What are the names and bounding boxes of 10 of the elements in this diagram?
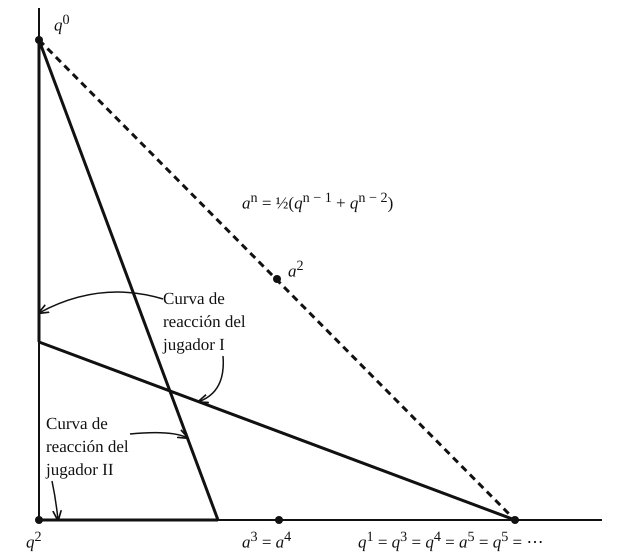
point-label: q$^{0}$	[54, 11, 70, 37]
point-label: q$^{1}$ = q$^{3}$ = q$^{4}$ = a$^{5}$ = q$^{5}$ = ⋯	[358, 528, 544, 554]
point-label: a$^{3}$ = a$^{4}$	[242, 528, 292, 554]
formula: a$^{n}$ = ½(q$^{n − 1}$ + q$^{n − 2}$)	[242, 189, 394, 215]
point-label: a$^{2}$	[288, 257, 304, 283]
leader-line	[196, 356, 224, 403]
curve-label: Curva de reacción del jugador II	[46, 412, 130, 481]
curve-label: Curva de reacción del jugador I	[163, 287, 247, 356]
point-label: q$^{2}$	[26, 528, 42, 554]
leader-line	[130, 429, 190, 440]
